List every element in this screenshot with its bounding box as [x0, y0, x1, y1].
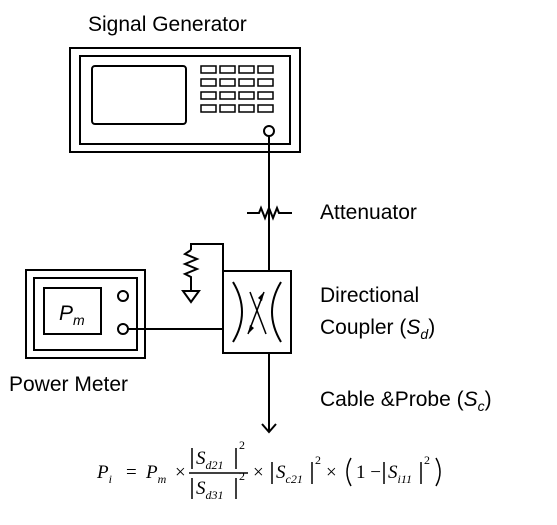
formula-si: Si11 [388, 462, 412, 486]
ground-symbol [181, 290, 201, 304]
signal-generator [69, 47, 301, 153]
signal-generator-keypad [200, 65, 274, 113]
formula-one-minus: 1 − [356, 462, 381, 483]
formula-pm: Pm [145, 462, 167, 486]
coupler-body [222, 270, 292, 354]
power-meter-bezel [33, 277, 138, 351]
signal-generator-body [69, 47, 301, 153]
coupler-cross-line-a [249, 291, 267, 335]
load-resistor [182, 249, 200, 291]
formula-times-2: × [253, 462, 264, 483]
formula-lhs: Pi [96, 462, 112, 486]
coupler-arrow-head-a [258, 292, 264, 301]
formula-equals: = [126, 462, 137, 483]
formula-den: Sd31 [196, 478, 224, 502]
formula-sc: Sc21 [276, 462, 303, 486]
power-meter-knob [117, 290, 129, 302]
power-meter-display-label: Pm [59, 302, 85, 328]
cable-probe-label: Cable &Probe (Sc) [320, 388, 492, 414]
coupler-left-arc [232, 281, 243, 343]
signal-generator-output-port [263, 125, 275, 137]
den-square: 2 [239, 469, 245, 483]
directional-label: Directional [320, 284, 419, 307]
attenuator-label: Attenuator [320, 201, 417, 224]
sc-square: 2 [315, 453, 321, 467]
paren-right [435, 457, 441, 487]
si-square: 2 [424, 453, 430, 467]
coupler-right-arc [271, 281, 282, 343]
formula-times-1: × [175, 462, 186, 483]
paren-left [346, 457, 352, 487]
directional-coupler [222, 270, 292, 354]
power-meter: Pm [25, 269, 146, 359]
coupler-arrow-head-b [248, 325, 254, 334]
power-meter-input-port [117, 323, 129, 335]
power-formula: Pi = Pm × Sd21 2 Sd31 2 × Sc21 2 × 1 − S… [96, 438, 441, 502]
signal-generator-label: Signal Generator [88, 13, 247, 36]
power-meter-display [43, 287, 102, 335]
load-feed-line [190, 243, 224, 271]
coupler-label: Coupler (Sd) [320, 316, 435, 342]
probe-arrow [261, 423, 277, 434]
signal-generator-bezel [79, 55, 291, 145]
power-meter-body [25, 269, 146, 359]
power-meter-label: Power Meter [9, 373, 128, 396]
num-square: 2 [239, 438, 245, 452]
signal-generator-screen [91, 65, 187, 125]
attenuator-symbol [247, 205, 292, 221]
formula-num: Sd21 [196, 448, 224, 472]
formula-times-3: × [326, 462, 337, 483]
